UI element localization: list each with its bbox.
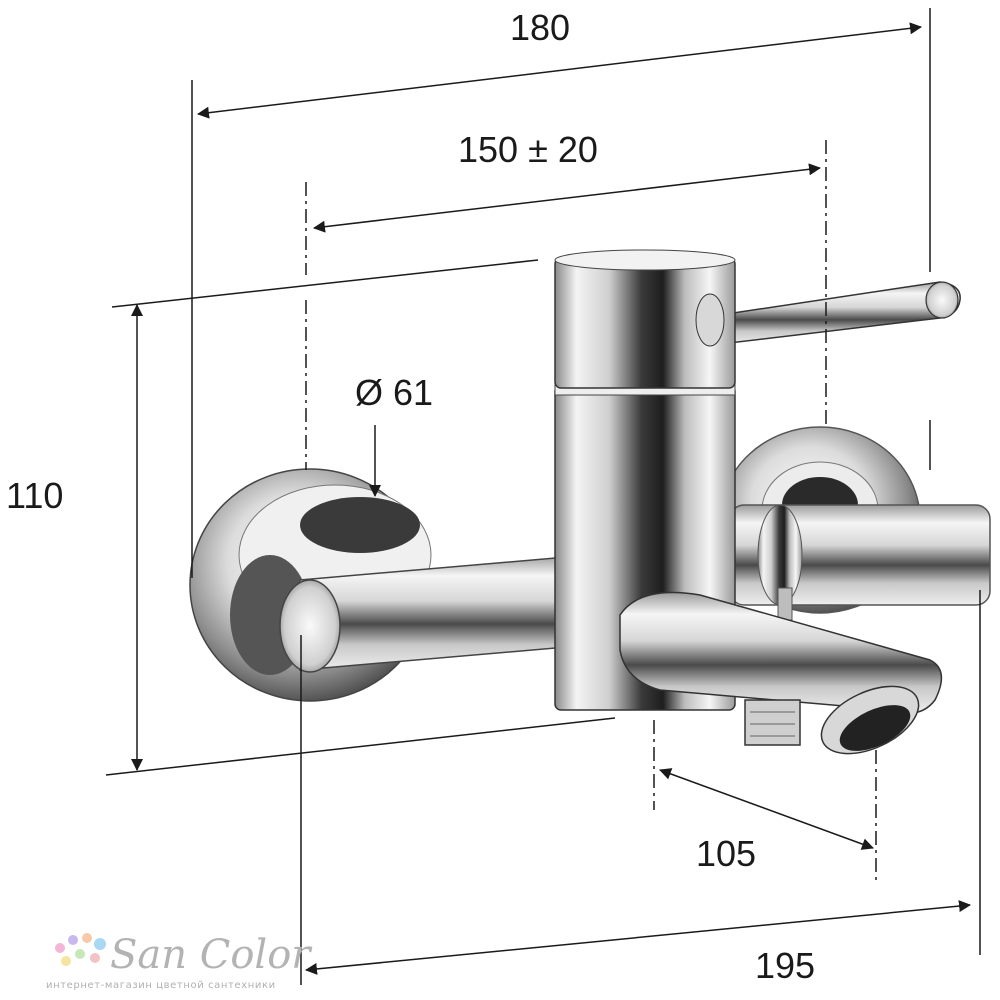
- label-overall-depth: 195: [755, 945, 815, 986]
- dimension-lines: [105, 8, 981, 985]
- lever-handle: [698, 281, 961, 346]
- ext-line-top: [111, 259, 539, 308]
- diverter-thread: [744, 699, 801, 746]
- dim-arrow-spout-projection: [659, 768, 874, 850]
- spout-aerator: [820, 685, 920, 755]
- label-diameter: Ø 61: [355, 372, 433, 413]
- dimension-labels: 180 150 ± 20 110 Ø 61 105 195: [6, 7, 815, 986]
- faucet-illustration: [189, 249, 991, 755]
- ext-line-bottom: [105, 717, 616, 776]
- left-connector-arm: [279, 554, 613, 673]
- label-total-width: 180: [510, 7, 570, 48]
- logo-dots-icon: [55, 933, 106, 966]
- dim-arrow-overall-depth: [305, 900, 971, 975]
- label-spout-projection: 105: [696, 833, 756, 874]
- right-connector-arm: [729, 504, 991, 621]
- logo-name: San Color: [110, 932, 313, 978]
- cartridge-cap: [554, 249, 736, 389]
- bath-spout: [619, 591, 943, 755]
- dim-arrow-total-width: [197, 22, 922, 119]
- logo-tagline: интернет-магазин цветной сантехники: [46, 980, 276, 991]
- label-center-distance: 150 ± 20: [458, 129, 598, 170]
- label-height: 110: [6, 475, 63, 516]
- dim-arrow-center-distance: [313, 163, 821, 233]
- sancolor-logo: San Color интернет-магазин цветной санте…: [46, 932, 313, 991]
